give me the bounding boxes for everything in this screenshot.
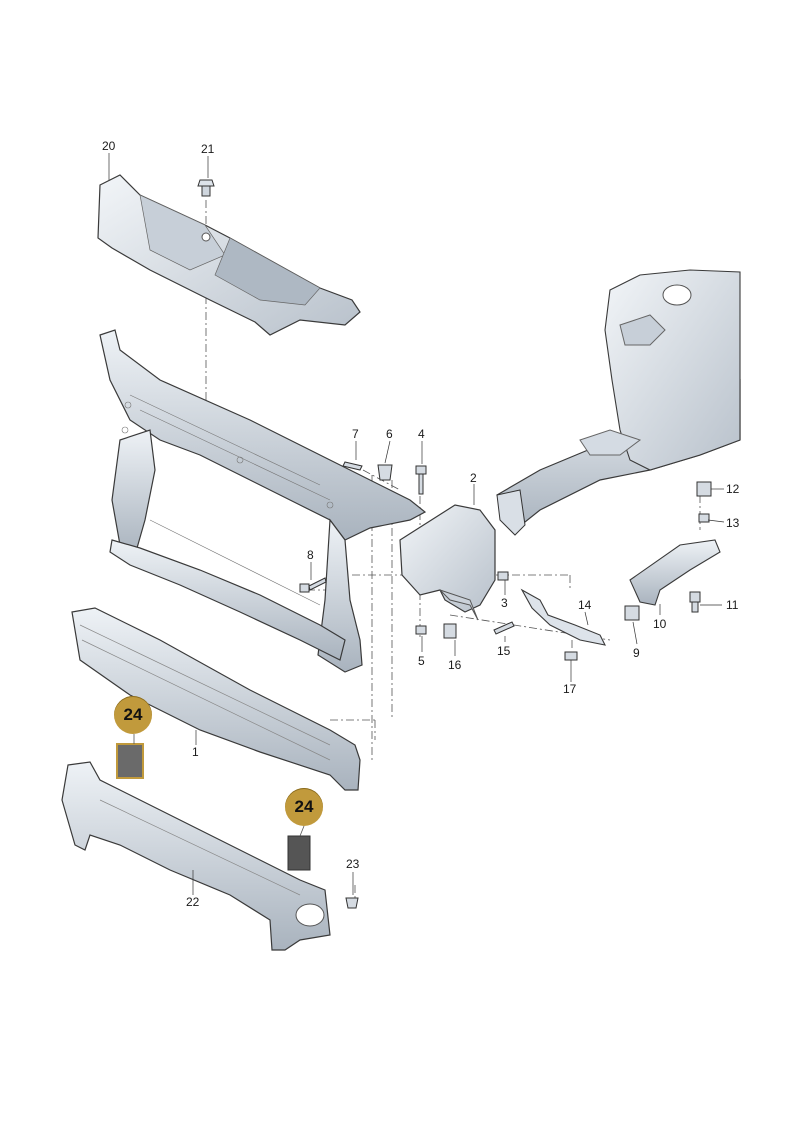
- strap-part-14: [520, 588, 606, 646]
- callout-2: 2: [470, 471, 477, 485]
- air-guide-cover: [97, 174, 361, 336]
- callout-21: 21: [201, 142, 215, 156]
- bolt-13: [698, 513, 710, 523]
- clip-6: [377, 464, 393, 481]
- bolt-4: [415, 465, 427, 495]
- callout-3: 3: [501, 596, 508, 610]
- callout-15: 15: [497, 644, 511, 658]
- mount-bracket: [399, 504, 496, 621]
- nut-5: [415, 625, 427, 635]
- bolt-8: [299, 577, 327, 593]
- bolt-11: [689, 591, 701, 613]
- callout-23: 23: [346, 857, 360, 871]
- strut-tower: [579, 269, 741, 471]
- leader-lines: [108, 153, 725, 895]
- bumper-reinforcement: [71, 607, 361, 791]
- callout-17: 17: [563, 682, 577, 696]
- callout-1: 1: [192, 745, 199, 759]
- callout-14: 14: [578, 598, 592, 612]
- callout-11: 11: [726, 598, 739, 612]
- callout-8: 8: [307, 548, 314, 562]
- bolt-17: [564, 651, 578, 661]
- bolt-3: [497, 571, 509, 581]
- callout-22: 22: [186, 895, 200, 909]
- callout-4: 4: [418, 427, 425, 441]
- clip-23: [345, 897, 359, 909]
- pad-left: [116, 743, 144, 779]
- badge-24-left[interactable]: 24: [114, 696, 152, 734]
- lock-carrier: [99, 329, 427, 673]
- clip-16: [443, 623, 457, 639]
- callout-16: 16: [448, 658, 462, 672]
- screw-7: [342, 461, 363, 471]
- side-bracket: [629, 539, 721, 606]
- nut-12: [696, 481, 712, 497]
- lock-carrier-detail: [121, 394, 334, 606]
- callout-10: 10: [653, 617, 667, 631]
- callout-7: 7: [352, 427, 359, 441]
- badge-24-right[interactable]: 24: [285, 788, 323, 826]
- clip-part-21: [197, 179, 215, 197]
- callout-5: 5: [418, 654, 425, 668]
- pad-right: [287, 835, 311, 871]
- callout-12: 12: [726, 482, 740, 496]
- clip-9: [624, 605, 640, 621]
- bolt-15: [493, 621, 515, 635]
- callout-13: 13: [726, 516, 740, 530]
- fasteners: [299, 461, 712, 909]
- callout-20: 20: [102, 139, 116, 153]
- callout-6: 6: [386, 427, 393, 441]
- callout-9: 9: [633, 646, 640, 660]
- energy-absorber: [61, 761, 331, 951]
